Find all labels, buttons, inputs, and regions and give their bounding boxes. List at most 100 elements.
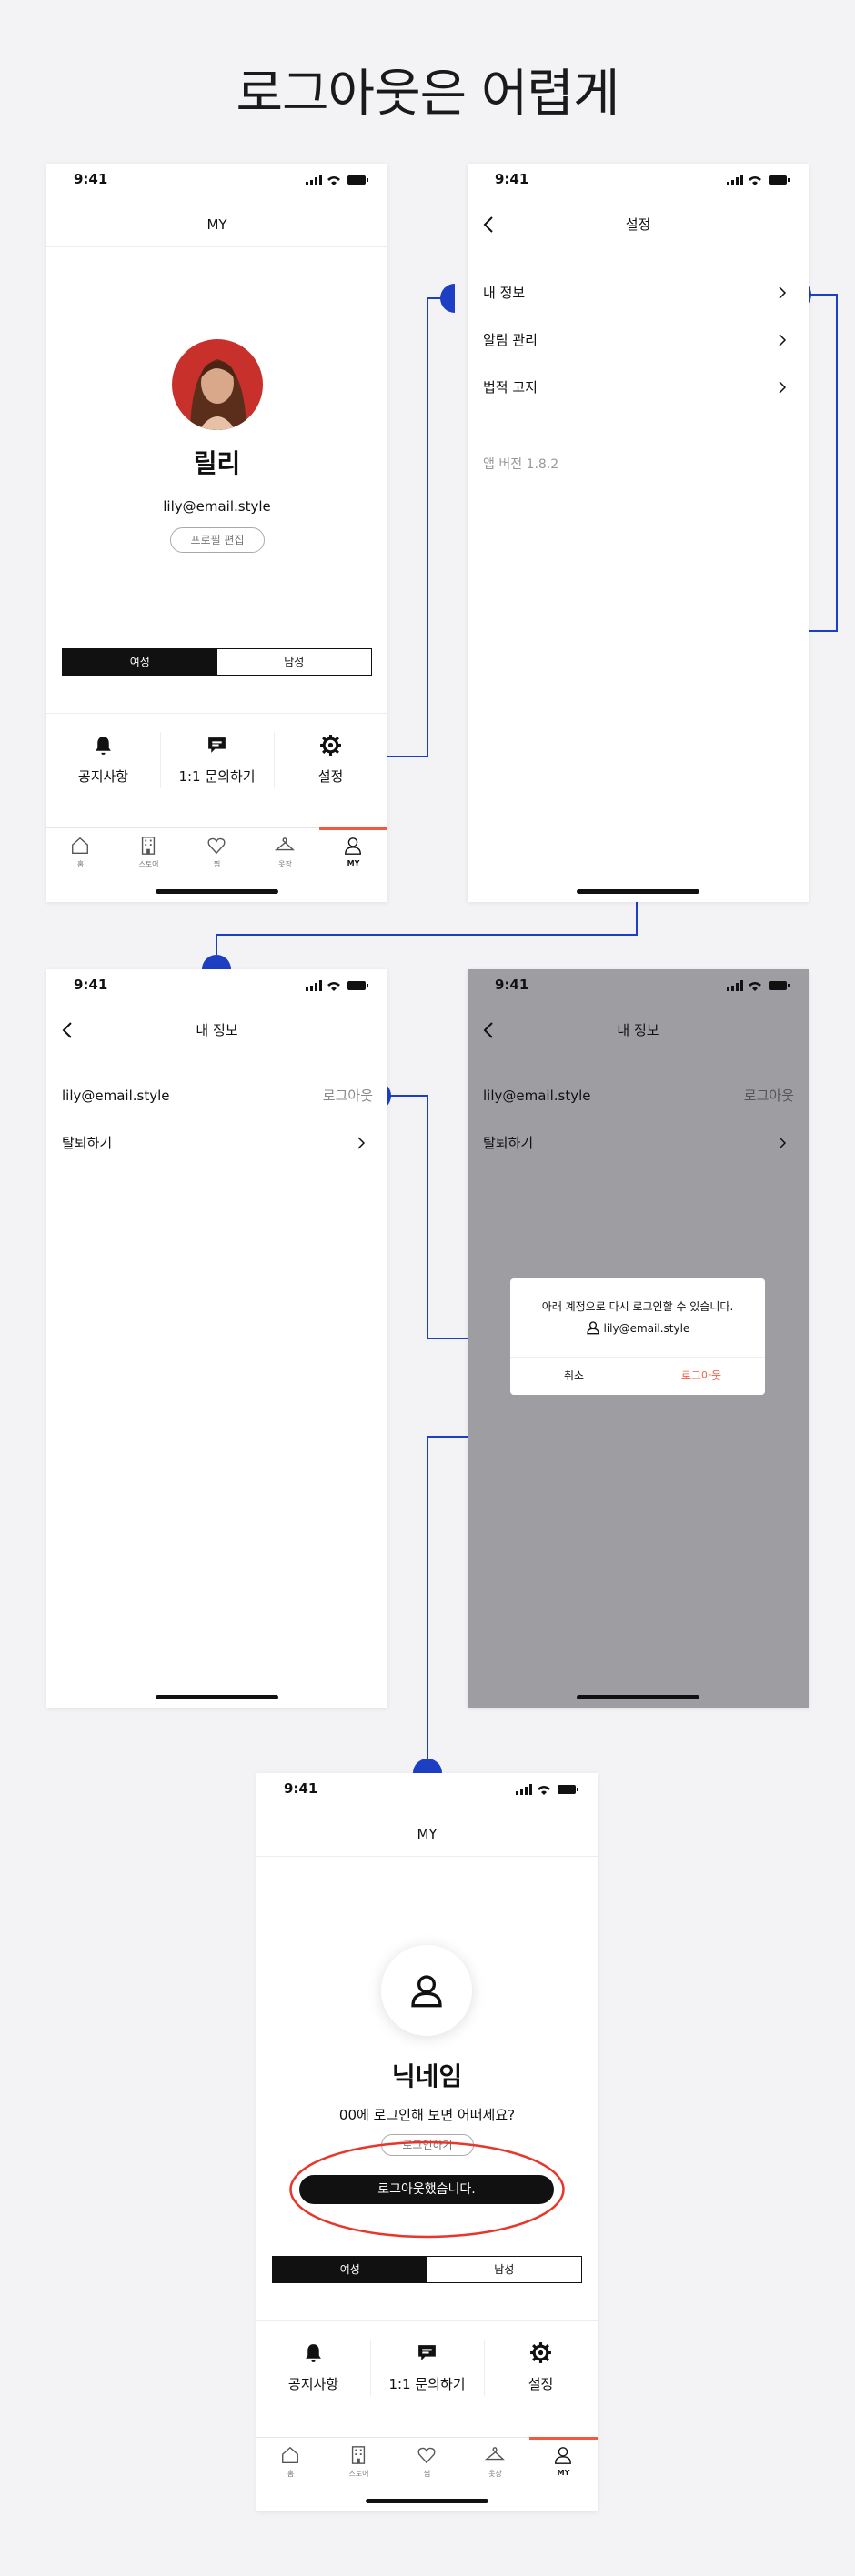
login-prompt: 00에 로그인해 보면 어떠세요? [338, 2107, 516, 2123]
status-time: 9:41 [74, 977, 108, 993]
status-bar: 9:41 [46, 969, 387, 1007]
menu-legal[interactable]: 법적 고지 [468, 364, 809, 411]
tab-active-indicator [529, 2437, 598, 2440]
menu-label: 탈퇴하기 [483, 1135, 534, 1151]
nav-title: 설정 [625, 216, 651, 233]
person-icon [345, 837, 361, 855]
connector-knob-settings-dest [440, 284, 455, 313]
dialog-buttons: 취소 로그아웃 [510, 1357, 765, 1395]
logout-confirm-dialog: 아래 계정으로 다시 로그인할 수 있습니다. lily@email.style… [510, 1278, 765, 1395]
chevron-left-icon[interactable] [480, 216, 498, 234]
nav-bar: 내 정보 [468, 1007, 809, 1053]
status-bar: 9:41 [468, 969, 809, 1007]
shortcut-notice[interactable]: 공지사항 [256, 2321, 370, 2421]
shortcut-row: 공지사항 1:1 문의하기 설정 [256, 2320, 598, 2421]
home-indicator [156, 1695, 278, 1699]
menu-notifications[interactable]: 알림 관리 [468, 316, 809, 364]
tab-my[interactable]: MY [319, 828, 387, 874]
store-icon [141, 837, 156, 855]
dialog-logout-button[interactable]: 로그아웃 [680, 1369, 722, 1382]
dialog-account-email: lily@email.style [603, 1322, 690, 1335]
status-time: 9:41 [495, 977, 529, 993]
profile-avatar-placeholder[interactable] [381, 1945, 472, 2036]
shortcut-inquiry[interactable]: 1:1 문의하기 [160, 714, 274, 813]
nav-bar: MY [46, 202, 387, 247]
account-row: lily@email.style 로그아웃 [468, 1072, 809, 1119]
chat-bubble-icon [208, 737, 226, 753]
chevron-right-icon [779, 286, 787, 299]
edit-profile-button[interactable]: 프로필 편집 [170, 527, 265, 553]
heart-icon [417, 2447, 436, 2464]
menu-withdraw[interactable]: 탈퇴하기 [468, 1119, 809, 1167]
status-icons [306, 980, 368, 991]
dialog-cancel-button[interactable]: 취소 [563, 1369, 585, 1382]
nav-bar: MY [256, 1811, 598, 1857]
screen-my-info: 9:41 내 정보 lily@email.style 로그아웃 탈퇴하기 [46, 969, 387, 1708]
chat-bubble-icon [418, 2345, 436, 2360]
menu-label: 법적 고지 [483, 379, 538, 396]
store-icon [351, 2446, 366, 2464]
tab-bar: 홈 스토어 찜 옷장 MY [256, 2437, 598, 2511]
profile-avatar[interactable] [172, 339, 263, 430]
tab-store[interactable]: 스토어 [115, 828, 183, 874]
menu-my-info[interactable]: 내 정보 [468, 269, 809, 316]
tab-my[interactable]: MY [529, 2438, 598, 2483]
divider [274, 732, 275, 788]
menu-label: 탈퇴하기 [62, 1135, 113, 1151]
tab-home[interactable]: 홈 [256, 2438, 325, 2483]
dialog-message: 아래 계정으로 다시 로그인할 수 있습니다. [541, 1300, 734, 1313]
bell-icon [306, 2344, 321, 2362]
hanger-icon [275, 837, 295, 851]
status-bar: 9:41 [256, 1773, 598, 1811]
tab-label: 찜 [423, 2470, 431, 2478]
chevron-right-icon [779, 334, 787, 346]
logout-button[interactable]: 로그아웃 [743, 1088, 794, 1104]
shortcut-label: 설정 [317, 768, 344, 785]
tab-label: 스토어 [138, 860, 159, 868]
tab-label: 옷장 [488, 2470, 502, 2478]
logout-toast: 로그아웃했습니다. [299, 2175, 554, 2204]
segment-male[interactable]: 남성 [216, 649, 371, 675]
status-icons [727, 980, 790, 991]
shortcut-label: 1:1 문의하기 [178, 768, 256, 785]
shortcut-settings[interactable]: 설정 [484, 2321, 598, 2421]
tab-label: 찜 [213, 860, 221, 868]
tab-label: MY [347, 859, 360, 867]
tab-label: 스토어 [348, 2470, 369, 2478]
screen-my-logged-out: 9:41 MY 닉네임 00에 로그인해 보면 어떠세요? 로그인하기 로그아웃… [256, 1773, 598, 2511]
segment-male[interactable]: 남성 [427, 2257, 581, 2282]
chevron-left-icon[interactable] [480, 1021, 498, 1039]
tab-bar: 홈 스토어 찜 옷장 MY [46, 827, 387, 902]
tab-active-indicator [319, 827, 387, 830]
logout-button[interactable]: 로그아웃 [322, 1088, 373, 1104]
segment-female[interactable]: 여성 [63, 649, 217, 675]
tab-label: MY [557, 2469, 570, 2477]
chevron-right-icon [779, 1137, 787, 1149]
tab-home[interactable]: 홈 [46, 828, 115, 874]
tab-wishlist[interactable]: 찜 [393, 2438, 461, 2483]
tab-wishlist[interactable]: 찜 [183, 828, 251, 874]
chevron-left-icon[interactable] [59, 1021, 77, 1039]
screen-my-logged-in: 9:41 MY 릴리 lily@email.style 프로필 편집 여성 남성… [46, 164, 387, 902]
status-bar: 9:41 [46, 164, 387, 202]
profile-name: 릴리 [193, 448, 241, 478]
profile-email: lily@email.style [163, 498, 271, 515]
tab-closet[interactable]: 옷장 [461, 2438, 529, 2483]
shortcut-notice[interactable]: 공지사항 [46, 714, 160, 813]
nav-title: 내 정보 [196, 1022, 238, 1038]
tab-label: 홈 [287, 2470, 295, 2478]
tab-store[interactable]: 스토어 [325, 2438, 393, 2483]
tab-closet[interactable]: 옷장 [251, 828, 319, 874]
shortcut-inquiry[interactable]: 1:1 문의하기 [370, 2321, 484, 2421]
segment-female[interactable]: 여성 [273, 2257, 428, 2282]
account-row: lily@email.style 로그아웃 [46, 1072, 387, 1119]
menu-withdraw[interactable]: 탈퇴하기 [46, 1119, 387, 1167]
tab-label: 홈 [76, 860, 85, 868]
gender-segment: 여성 남성 [62, 648, 372, 676]
shortcut-settings[interactable]: 설정 [274, 714, 387, 813]
status-icons [727, 175, 790, 185]
home-icon [282, 2446, 298, 2463]
divider [160, 732, 161, 788]
account-email: lily@email.style [483, 1088, 591, 1104]
person-icon [555, 2447, 571, 2464]
